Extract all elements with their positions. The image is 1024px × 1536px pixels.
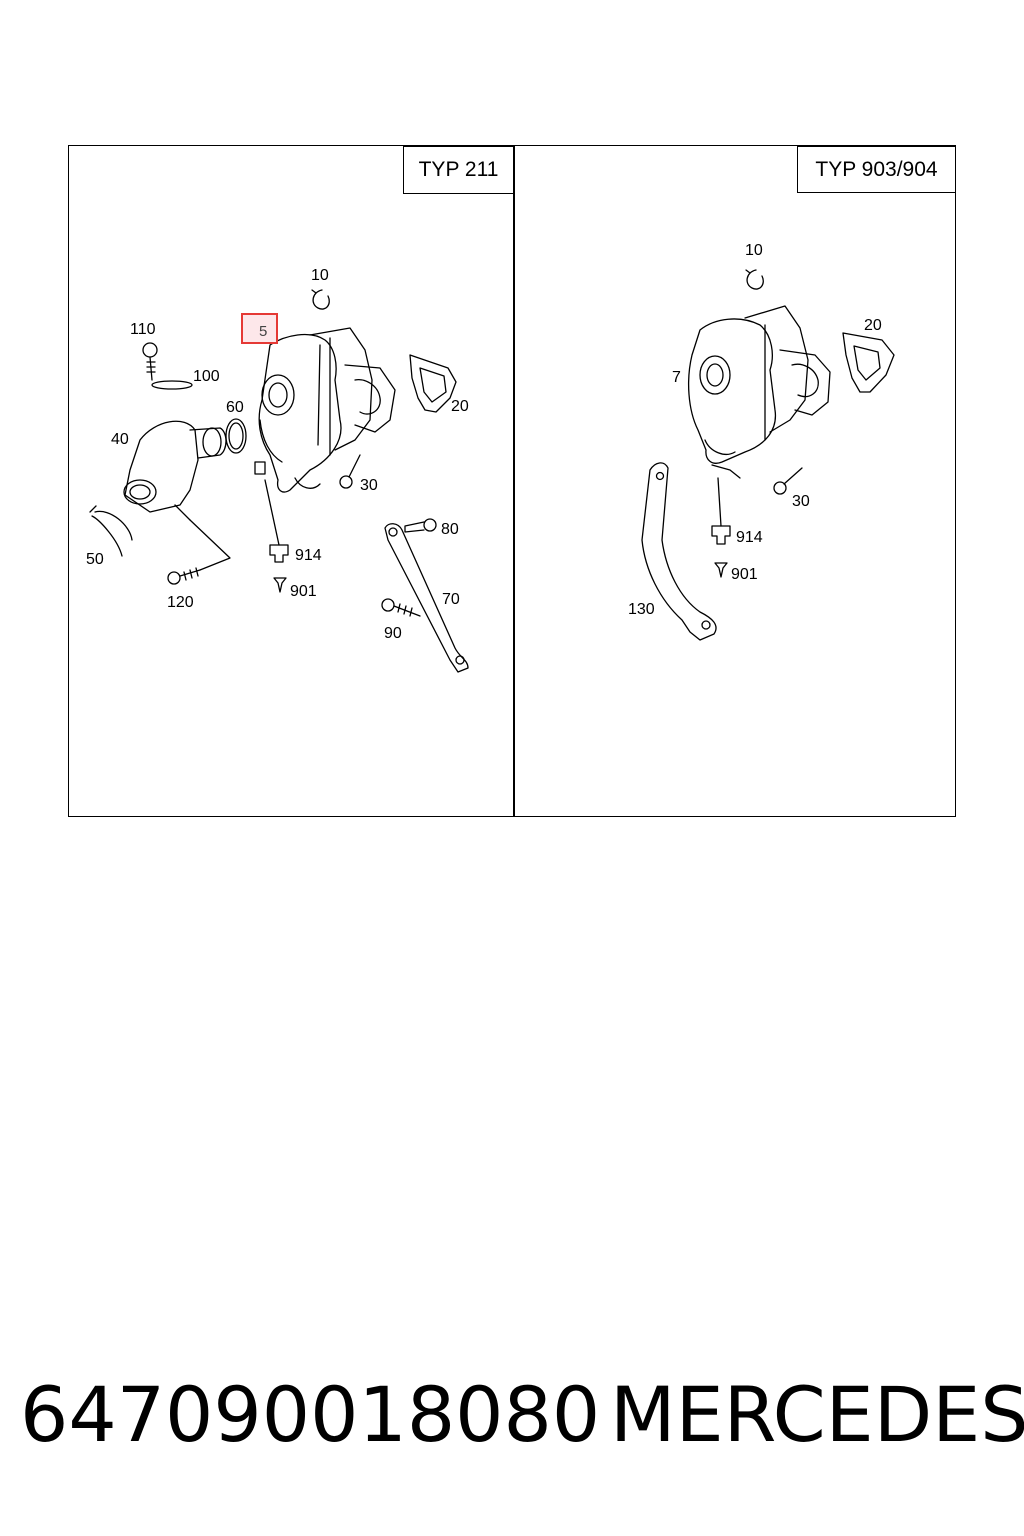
callout-10-left: 10 (311, 267, 329, 284)
diagram-frame (68, 145, 956, 817)
turbocharger-part-5 (254, 327, 396, 493)
bolt-part-30-left (339, 454, 361, 489)
callout-120-left: 120 (167, 594, 194, 611)
callout-20-left: 20 (451, 398, 469, 415)
footer-caption: 647090018080 MERCEDES (0, 1370, 1024, 1470)
callout-110-left: 110 (130, 321, 156, 338)
callout-914-right: 914 (736, 529, 763, 546)
callout-5-left: 5 (259, 323, 267, 340)
callout-100-left: 100 (193, 368, 220, 385)
plug-part-914-right (711, 477, 731, 545)
callout-914-left: 914 (295, 547, 322, 564)
clamp-part-50 (89, 505, 133, 557)
callout-10-right: 10 (745, 242, 763, 259)
plug-part-901-right (714, 562, 728, 578)
callout-130-right: 130 (628, 601, 655, 618)
panel-divider (513, 145, 515, 817)
bolt-part-110 (142, 342, 158, 381)
bracket-part-130 (641, 462, 717, 641)
brand-name: MERCEDES (610, 1370, 1024, 1459)
gasket-part-20-right (842, 332, 895, 393)
type-label-right-text: TYP 903/904 (815, 157, 938, 181)
callout-50-left: 50 (86, 551, 104, 568)
intake-elbow-part-40 (123, 420, 227, 521)
bolt-part-120 (167, 519, 231, 585)
bolt-part-30-right (773, 467, 803, 495)
circlip-part-10-right (745, 269, 764, 290)
bolt-part-90 (381, 598, 421, 617)
callout-7-right: 7 (672, 369, 681, 386)
bracket-part-70 (384, 523, 469, 673)
type-label-left-text: TYP 211 (418, 158, 499, 181)
part-number: 647090018080 (20, 1370, 601, 1459)
type-label-right: TYP 903/904 (797, 146, 956, 193)
callout-80-left: 80 (441, 521, 459, 538)
callout-70-left: 70 (442, 591, 460, 608)
seal-part-100 (151, 380, 193, 390)
callout-20-right: 20 (864, 317, 882, 334)
plug-part-901-left (273, 577, 287, 593)
circlip-part-10-left (311, 289, 330, 310)
plug-part-914-left (264, 479, 289, 563)
highlight-box-callout-5 (241, 313, 278, 344)
callout-30-right: 30 (792, 493, 810, 510)
callout-901-right: 901 (731, 566, 758, 583)
bolt-part-80 (404, 518, 437, 533)
o-ring-part-60 (225, 418, 247, 454)
callout-90-left: 90 (384, 625, 402, 642)
gasket-part-20-left (409, 354, 457, 413)
turbocharger-part-7 (688, 305, 831, 479)
callout-40-left: 40 (111, 431, 129, 448)
callout-60-left: 60 (226, 399, 244, 416)
type-label-left: TYP 211 (403, 146, 514, 194)
callout-901-left: 901 (290, 583, 317, 600)
callout-30-left: 30 (360, 477, 378, 494)
